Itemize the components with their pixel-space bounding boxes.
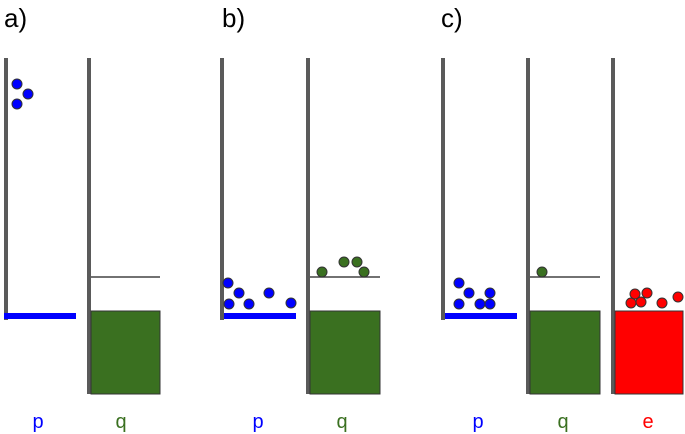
p-particle bbox=[484, 287, 496, 299]
q-particle bbox=[358, 266, 370, 278]
p-level-line bbox=[4, 313, 76, 319]
q-block bbox=[309, 310, 381, 395]
panel-a-column-p: p bbox=[4, 58, 76, 433]
p-particle bbox=[222, 277, 234, 289]
p-particle bbox=[233, 287, 245, 299]
panel-b-column-q: q bbox=[306, 58, 381, 433]
panel-b-column-p: p bbox=[220, 58, 297, 433]
column-label-q: q bbox=[557, 411, 568, 433]
wall bbox=[306, 58, 310, 394]
q-particle bbox=[536, 266, 548, 278]
p-particle bbox=[11, 98, 23, 110]
column-label-q: q bbox=[336, 411, 347, 433]
panel-c-column-q: q bbox=[526, 58, 601, 433]
p-particle bbox=[453, 298, 465, 310]
q-particle bbox=[316, 266, 328, 278]
e-particle bbox=[625, 297, 637, 309]
p-particle bbox=[484, 298, 496, 310]
wall bbox=[87, 58, 91, 394]
q-particle bbox=[351, 256, 363, 268]
e-particle bbox=[641, 287, 653, 299]
panel-c-column-p: p bbox=[441, 58, 517, 433]
panel-b-label: b) bbox=[222, 3, 245, 33]
column-label-e: e bbox=[642, 411, 653, 433]
e-particle bbox=[672, 291, 684, 303]
wall bbox=[220, 58, 224, 320]
q-particle bbox=[338, 256, 350, 268]
p-particle bbox=[11, 78, 23, 90]
p-level-line bbox=[224, 313, 296, 319]
column-label-p: p bbox=[32, 411, 43, 433]
e-particle bbox=[635, 296, 647, 308]
p-particle bbox=[263, 287, 275, 299]
panel-c-label: c) bbox=[441, 3, 463, 33]
panel-b: p q bbox=[220, 58, 381, 433]
panel-a-label: a) bbox=[4, 3, 27, 33]
p-level-line bbox=[445, 313, 517, 319]
panel-c: p q e bbox=[441, 58, 684, 433]
column-label-p: p bbox=[472, 411, 483, 433]
p-particle bbox=[223, 298, 235, 310]
e-block bbox=[614, 310, 684, 395]
p-particle bbox=[285, 297, 297, 309]
column-label-p: p bbox=[252, 411, 263, 433]
p-particle bbox=[474, 298, 486, 310]
e-particle bbox=[656, 297, 668, 309]
wall bbox=[526, 58, 530, 394]
e-particle bbox=[629, 288, 641, 300]
p-particle bbox=[453, 277, 465, 289]
q-block bbox=[529, 310, 601, 395]
panel-c-column-e: e bbox=[611, 58, 684, 433]
wall bbox=[441, 58, 445, 320]
p-particle bbox=[22, 88, 34, 100]
column-label-q: q bbox=[115, 411, 126, 433]
q-block bbox=[90, 310, 161, 395]
p-particle bbox=[243, 298, 255, 310]
p-particle bbox=[463, 287, 475, 299]
wall bbox=[611, 58, 615, 394]
panel-a: p q bbox=[4, 58, 161, 433]
panel-a-column-q: q bbox=[87, 58, 161, 433]
wall bbox=[4, 58, 8, 320]
